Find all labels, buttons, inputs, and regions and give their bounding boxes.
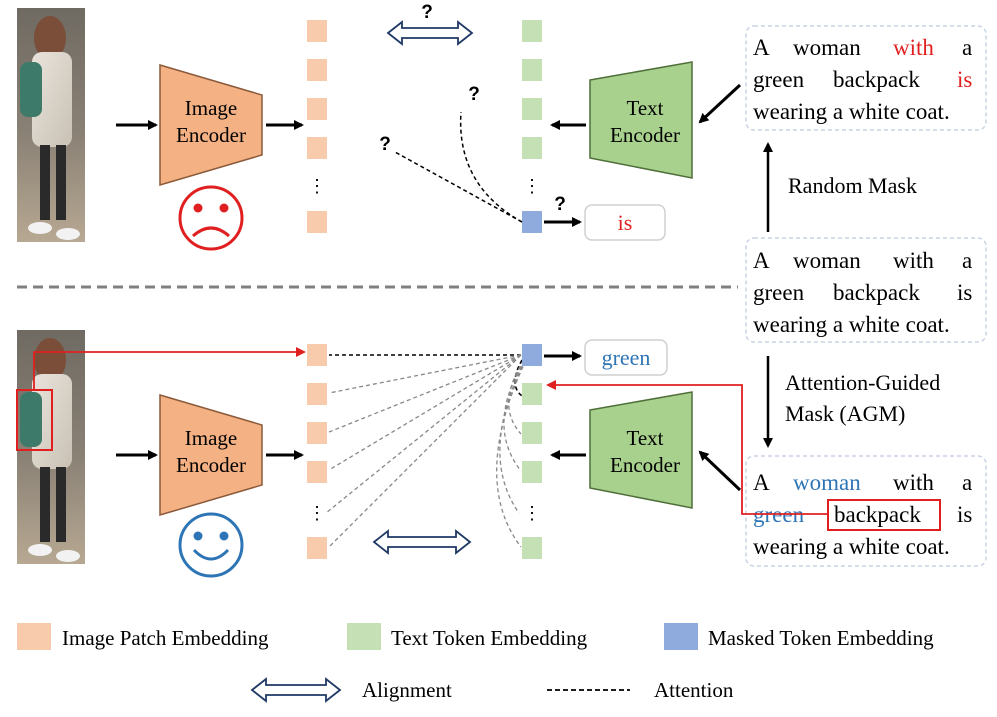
text-encoder-bottom-label-line2: Encoder xyxy=(610,453,680,477)
patch-embedding xyxy=(307,537,327,559)
top-patch-embeddings: ⋮ xyxy=(307,20,327,233)
text-encoder-top-label-line2: Encoder xyxy=(610,123,680,147)
question-mark-alignment: ? xyxy=(421,2,433,23)
token-embedding xyxy=(522,98,542,120)
agm-label-line2: Mask (AGM) xyxy=(785,401,905,426)
attention-line-top-2 xyxy=(459,111,523,223)
text-encoder-top: Text Encoder xyxy=(589,61,693,179)
legend-alignment-label: Alignment xyxy=(362,678,452,702)
image-encoder-top-label-line2: Encoder xyxy=(176,123,246,147)
arrow-caption-to-text-encoder-bottom xyxy=(698,450,742,492)
image-encoder-top-label-line1: Image xyxy=(185,96,237,120)
question-mark-attention-2: ? xyxy=(468,84,480,105)
patch-embedding xyxy=(307,461,327,483)
caption-random-masked: A woman with a green backpack is wearing… xyxy=(745,25,987,131)
image-encoder-bottom-label-line1: Image xyxy=(185,426,237,450)
token-ellipsis-bottom: ⋮ xyxy=(523,503,541,523)
legend-attention-label: Attention xyxy=(654,678,734,702)
prediction-box-bottom: green xyxy=(584,339,668,376)
svg-text:wearing a white coat.: wearing a white coat. xyxy=(753,534,950,559)
attention-line-top-1 xyxy=(394,151,523,223)
token-embedding xyxy=(522,137,542,159)
legend-token-label: Text Token Embedding xyxy=(391,626,588,650)
svg-text:wearing a white coat.: wearing a white coat. xyxy=(753,99,950,124)
legend-patch-label: Image Patch Embedding xyxy=(62,626,269,650)
token-embedding xyxy=(522,20,542,42)
backpack-highlight-box xyxy=(827,499,941,531)
agm-label-line1: Attention-Guided xyxy=(785,370,940,395)
svg-text:green backpack is: green backpack is xyxy=(753,67,972,92)
patch-embedding xyxy=(307,59,327,81)
legend-masked-label: Masked Token Embedding xyxy=(708,626,934,650)
token-ellipsis-top: ⋮ xyxy=(523,176,541,196)
image-encoder-bottom: Image Encoder xyxy=(159,393,263,517)
patch-embedding xyxy=(307,20,327,42)
patch-embedding xyxy=(307,422,327,444)
legend-token-swatch xyxy=(347,623,381,650)
alignment-arrow-top xyxy=(386,20,474,46)
prediction-box-top: is xyxy=(584,204,666,241)
legend: Image Patch Embedding Text Token Embeddi… xyxy=(17,623,934,703)
legend-alignment-icon xyxy=(250,677,342,703)
patch-ellipsis-bottom: ⋮ xyxy=(308,503,326,523)
patch-ellipsis-top: ⋮ xyxy=(308,176,326,196)
alignment-arrow-bottom xyxy=(372,529,472,555)
patch-embedding xyxy=(307,344,327,366)
svg-text:A woman with: A woman with a xyxy=(753,35,972,60)
bottom-person-photo xyxy=(16,330,85,564)
svg-text:A woman with: A woman with a xyxy=(753,470,972,495)
happy-face-icon xyxy=(178,512,244,578)
top-person-photo xyxy=(17,8,85,242)
random-mask-label: Random Mask xyxy=(788,173,917,198)
text-encoder-top-label-line1: Text xyxy=(626,96,663,120)
token-embedding xyxy=(522,383,542,405)
caption-agm-masked: A woman with a green backpack is wearing… xyxy=(745,455,987,567)
prediction-bottom-text: green xyxy=(602,345,651,370)
red-arrow-backpack-to-patch xyxy=(33,347,306,390)
text-encoder-bottom: Text Encoder xyxy=(589,391,693,509)
legend-masked-swatch xyxy=(664,623,698,650)
sad-face-icon xyxy=(178,185,244,251)
svg-text:A woman with: A woman with a xyxy=(753,248,972,273)
svg-text:wearing a white coat.: wearing a white coat. xyxy=(753,312,950,337)
question-mark-attention-1: ? xyxy=(379,134,391,155)
image-encoder-bottom-label-line2: Encoder xyxy=(176,453,246,477)
text-encoder-bottom-label-line1: Text xyxy=(626,426,663,450)
red-arrow-backpack-word-to-token xyxy=(546,380,828,515)
top-token-embeddings: ⋮ xyxy=(522,20,542,233)
token-embedding xyxy=(522,59,542,81)
image-encoder-top: Image Encoder xyxy=(159,63,263,187)
caption-original: A woman with a green backpack is wearing… xyxy=(745,237,987,343)
patch-embedding xyxy=(307,98,327,120)
question-mark-prediction: ? xyxy=(554,194,566,215)
prediction-top-text: is xyxy=(618,210,633,235)
bottom-patch-embeddings: ⋮ xyxy=(307,344,327,559)
legend-patch-swatch xyxy=(17,623,51,650)
masked-token-embedding-top xyxy=(522,211,542,233)
masked-token-embedding-bottom xyxy=(522,344,542,366)
svg-text:green backpack is: green backpack is xyxy=(753,280,972,305)
token-embedding xyxy=(522,461,542,483)
bottom-token-embeddings: ⋮ xyxy=(522,344,542,559)
arrow-caption-to-text-encoder-top xyxy=(698,83,742,124)
patch-embedding xyxy=(307,383,327,405)
patch-embedding xyxy=(307,211,327,233)
token-embedding xyxy=(522,537,542,559)
bottom-attention-lines xyxy=(325,354,527,548)
patch-embedding xyxy=(307,137,327,159)
token-embedding xyxy=(522,422,542,444)
